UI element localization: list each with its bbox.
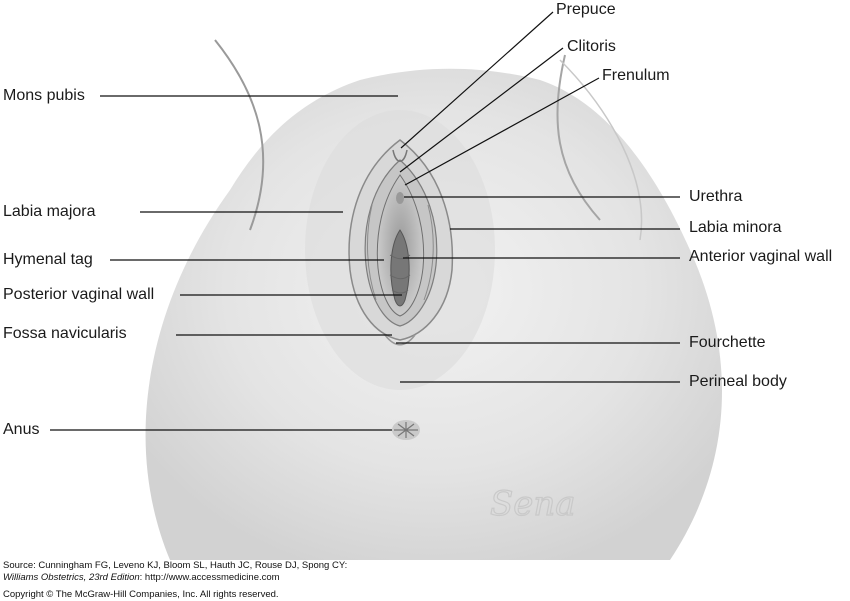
label-anterior-vaginal-wall: Anterior vaginal wall xyxy=(689,248,832,266)
label-clitoris: Clitoris xyxy=(567,38,616,56)
label-labia-minora: Labia minora xyxy=(689,219,782,237)
book-title: Williams Obstetrics, 23rd Edition xyxy=(3,572,140,583)
anatomy-illustration: Sena xyxy=(0,0,850,560)
label-fossa-navicularis: Fossa navicularis xyxy=(3,325,127,343)
artist-signature: Sena xyxy=(490,484,576,524)
copyright-notice: Copyright © The McGraw-Hill Companies, I… xyxy=(3,589,279,600)
label-frenulum: Frenulum xyxy=(602,67,670,85)
label-fourchette: Fourchette xyxy=(689,334,765,352)
label-anus: Anus xyxy=(3,421,39,439)
book-url: : http://www.accessmedicine.com xyxy=(140,572,280,583)
source-credit: Source: Cunningham FG, Leveno KJ, Bloom … xyxy=(3,560,347,571)
book-credit: Williams Obstetrics, 23rd Edition: http:… xyxy=(3,572,280,583)
label-prepuce: Prepuce xyxy=(556,1,616,19)
label-labia-majora: Labia majora xyxy=(3,203,96,221)
label-hymenal-tag: Hymenal tag xyxy=(3,251,93,269)
label-urethra: Urethra xyxy=(689,188,742,206)
label-perineal-body: Perineal body xyxy=(689,373,787,391)
label-mons-pubis: Mons pubis xyxy=(3,87,85,105)
label-posterior-vaginal-wall: Posterior vaginal wall xyxy=(3,286,154,304)
